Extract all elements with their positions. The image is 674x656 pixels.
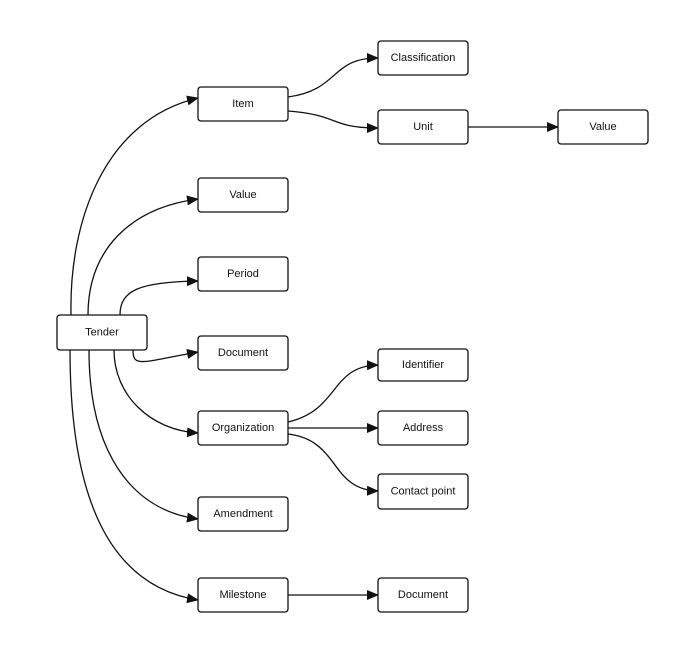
node-box-contact-point [377,473,469,510]
node-classification: Classification [377,40,469,76]
node-tender: Tender [56,314,148,351]
node-label-tender: Tender [85,327,119,339]
node-label-unit-value: Value [589,121,616,133]
node-box-milestone [197,577,289,613]
node-label-unit: Unit [413,121,433,133]
edge-tender-to-period [119,276,199,316]
node-label-amendment: Amendment [213,508,272,520]
node-address: Address [377,410,469,446]
edge-tender-to-milestone [69,349,199,604]
edge-item-to-classification [287,53,379,98]
node-box-document [197,335,289,371]
node-box-item [197,86,289,122]
node-unit-value: Value [557,109,649,145]
edge-tender-to-amendment [88,349,199,523]
node-contact-point: Contact point [377,473,469,510]
node-layer: TenderItemValuePeriodDocumentOrganizatio… [56,40,649,613]
node-label-identifier: Identifier [402,359,445,371]
node-amendment: Amendment [197,496,289,532]
node-box-tender [56,314,148,351]
node-box-organization [197,410,289,446]
node-label-milestone-document: Document [398,589,448,601]
node-document: Document [197,335,289,371]
edge-layer [69,53,559,604]
node-identifier: Identifier [377,348,469,382]
node-organization: Organization [197,410,289,446]
node-box-unit-value [557,109,649,145]
node-milestone: Milestone [197,577,289,613]
node-unit: Unit [377,109,469,145]
node-label-contact-point: Contact point [391,486,456,498]
edge-tender-to-document [132,349,199,363]
node-label-value: Value [229,189,256,201]
node-box-value [197,177,289,213]
node-label-address: Address [403,422,444,434]
edge-tender-to-value [87,195,199,316]
node-label-period: Period [227,268,259,280]
edge-organization-to-identifier [287,360,379,423]
edge-item-to-unit [287,110,379,133]
node-label-organization: Organization [212,422,274,434]
node-box-milestone-document [377,577,469,613]
edge-tender-to-item [70,95,199,316]
node-milestone-document: Document [377,577,469,613]
edge-tender-to-organization [113,349,199,438]
node-box-classification [377,40,469,76]
node-label-milestone: Milestone [219,589,266,601]
node-period: Period [197,256,289,292]
node-label-document: Document [218,347,268,359]
node-box-period [197,256,289,292]
node-box-unit [377,109,469,145]
node-box-address [377,410,469,446]
node-label-item: Item [232,98,253,110]
node-box-identifier [377,348,469,382]
node-box-amendment [197,496,289,532]
node-value: Value [197,177,289,213]
edge-organization-to-contact-point [287,433,379,496]
node-label-classification: Classification [391,52,456,64]
node-item: Item [197,86,289,122]
